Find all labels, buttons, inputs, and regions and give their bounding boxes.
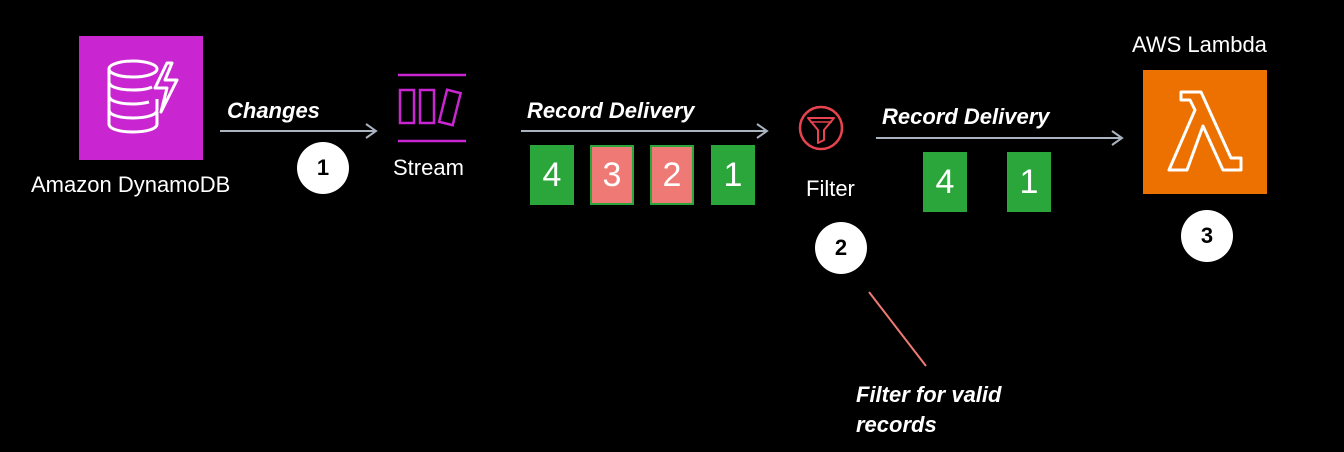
stream-label: Stream (393, 155, 464, 180)
stream-icon (398, 73, 466, 143)
annotation-line-2: records (856, 412, 937, 437)
arrow-delivery-out-head (1111, 130, 1124, 146)
arrow-changes-head (365, 123, 378, 139)
annotation-pointer-line (868, 291, 927, 367)
record-in: 3 (590, 145, 634, 205)
filter-annotation: Filter for valid records (856, 380, 1056, 440)
step-2-badge: 2 (815, 222, 867, 274)
record-delivery-out-label: Record Delivery (882, 104, 1050, 129)
record-in: 4 (530, 145, 574, 205)
dynamodb-node (79, 36, 203, 160)
record-out: 4 (923, 152, 967, 212)
dynamodb-label: Amazon DynamoDB (31, 172, 231, 197)
changes-edge-label: Changes (227, 98, 320, 123)
annotation-line-1: Filter for valid (856, 382, 1002, 407)
lambda-node (1143, 70, 1267, 194)
lambda-icon (1167, 90, 1243, 172)
record-in: 2 (650, 145, 694, 205)
filter-funnel-icon (798, 105, 844, 151)
arrow-delivery-in-head (756, 123, 769, 139)
step-1-badge: 1 (297, 142, 349, 194)
record-delivery-in-label: Record Delivery (527, 98, 695, 123)
lambda-label: AWS Lambda (1132, 32, 1267, 57)
filter-label: Filter (806, 176, 855, 201)
record-in: 1 (711, 145, 755, 205)
dynamodb-icon (107, 59, 179, 134)
record-out: 1 (1007, 152, 1051, 212)
step-3-badge: 3 (1181, 210, 1233, 262)
